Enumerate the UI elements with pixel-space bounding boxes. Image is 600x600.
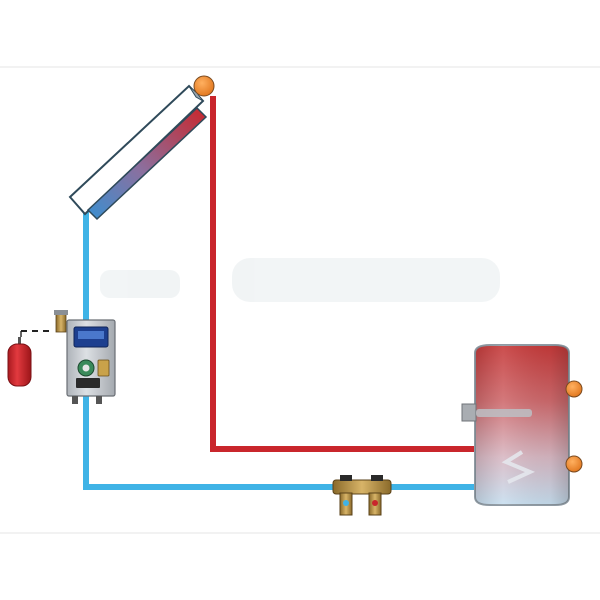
heat-exchanger-coil xyxy=(501,450,536,484)
pump-station xyxy=(54,310,116,404)
solar-collector xyxy=(68,84,208,221)
expansion-vessel xyxy=(7,330,50,387)
background-watermark xyxy=(100,258,500,302)
storage-tank xyxy=(474,344,570,506)
tank-sensor-upper-icon xyxy=(565,380,583,398)
flow-line-hot xyxy=(210,96,540,452)
collector-sensor-icon xyxy=(193,75,215,97)
fill-drain-valve xyxy=(332,475,392,516)
heating-element xyxy=(461,403,532,422)
return-line-cold xyxy=(83,212,540,490)
tank-sensor-lower-icon xyxy=(565,455,583,473)
